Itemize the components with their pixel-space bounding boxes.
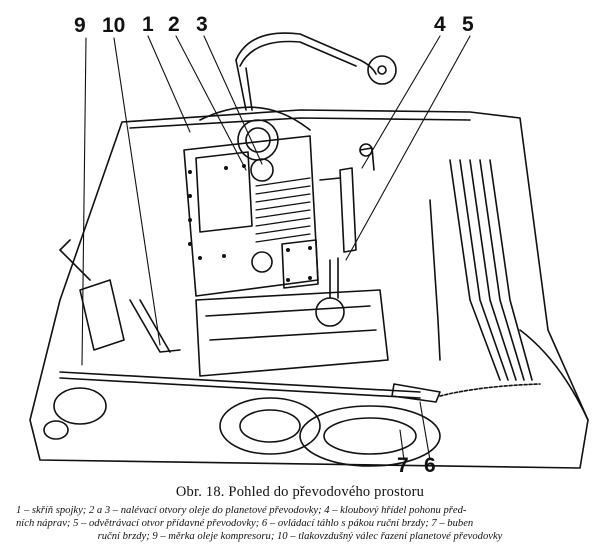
callout-4: 4 [434,13,446,36]
figure-caption-title: Obr. 18. Pohled do převodového prostoru [175,484,425,500]
gearbox-compartment-illustration [29,32,589,469]
callout-10: 10 [102,14,126,37]
callout-1: 1 [142,13,154,36]
callout-2: 2 [168,13,180,36]
callout-3: 3 [196,13,208,36]
callout-5: 5 [462,13,474,36]
legend-line: ruční brzdy; 9 – měrka oleje kompresoru;… [97,531,503,542]
figure-legend: 1 – skříň spojky; 2 a 3 – nalévací otvor… [16,504,584,543]
legend-line: ních náprav; 5 – odvětrávací otvor přída… [16,518,474,529]
callout-6: 6 [424,454,436,477]
callout-7: 7 [397,454,409,477]
legend-line: 1 – skříň spojky; 2 a 3 – nalévací otvor… [16,505,467,516]
callout-9: 9 [74,14,86,37]
